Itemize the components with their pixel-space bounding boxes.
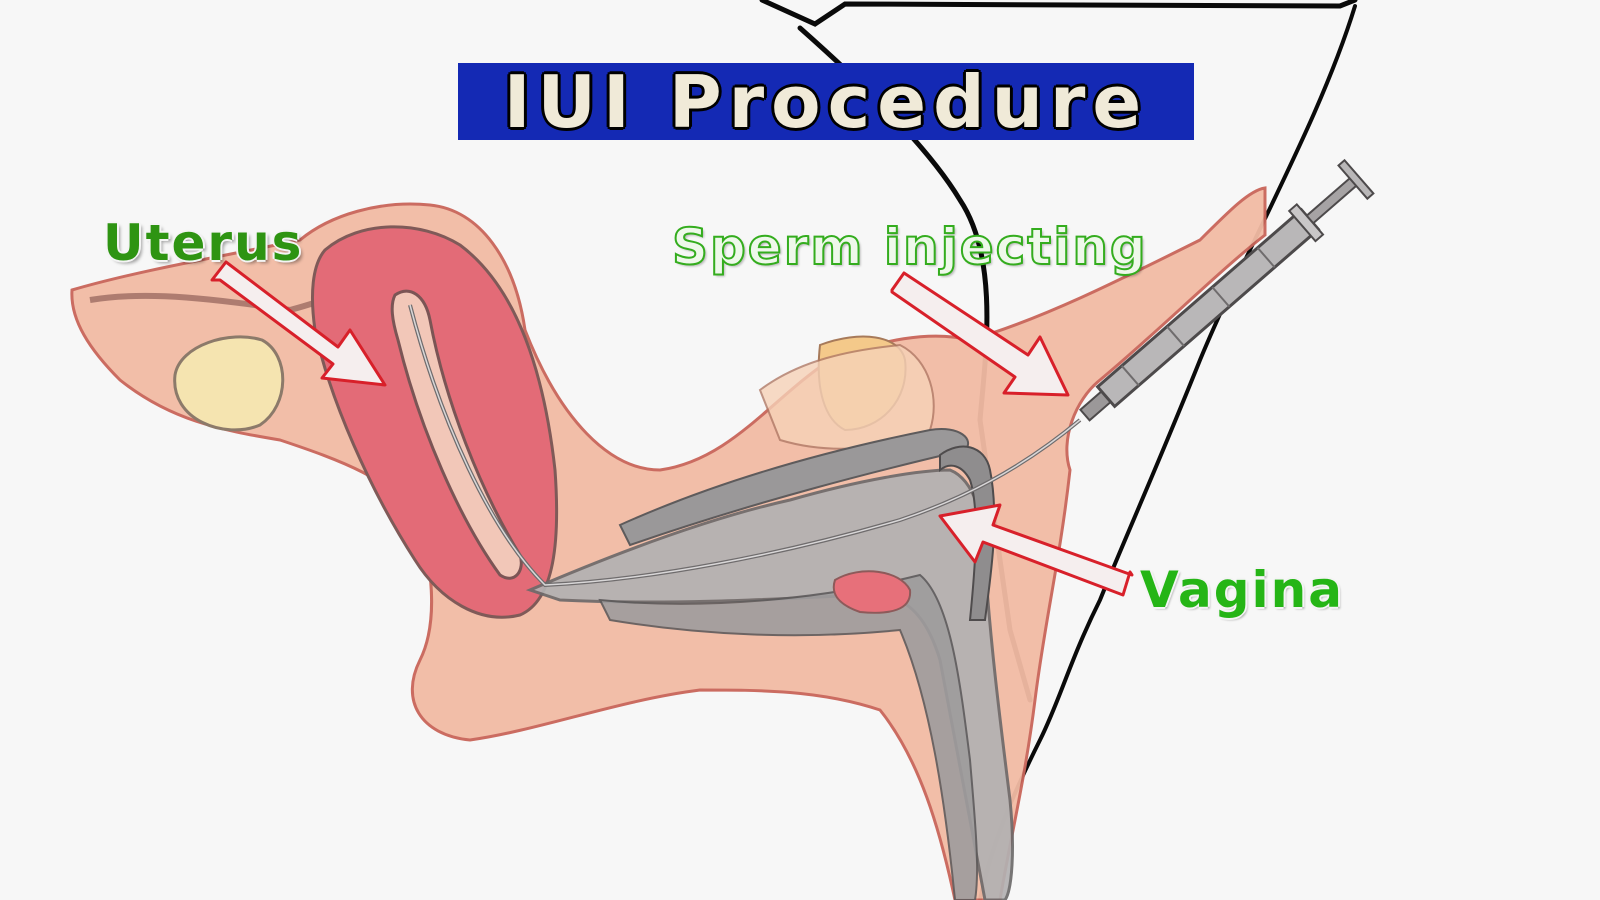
vagina-label: Vagina	[1140, 561, 1344, 619]
sperm-arrow	[890, 271, 1070, 397]
vagina-arrow	[938, 503, 1134, 597]
uterus-arrow	[210, 260, 387, 387]
rectum	[832, 570, 912, 614]
speculum-blade-upper	[618, 428, 970, 547]
uterus-label: Uterus	[103, 214, 304, 272]
syringe-icon	[1078, 158, 1375, 422]
title-banner: IUI Procedure	[458, 63, 1194, 140]
page-title: IUI Procedure	[503, 59, 1149, 144]
sperm-injecting-label: Sperm injecting	[671, 218, 1148, 276]
catheter-highlight	[409, 304, 1081, 586]
speculum-handle	[939, 445, 996, 621]
ovary	[173, 335, 285, 432]
